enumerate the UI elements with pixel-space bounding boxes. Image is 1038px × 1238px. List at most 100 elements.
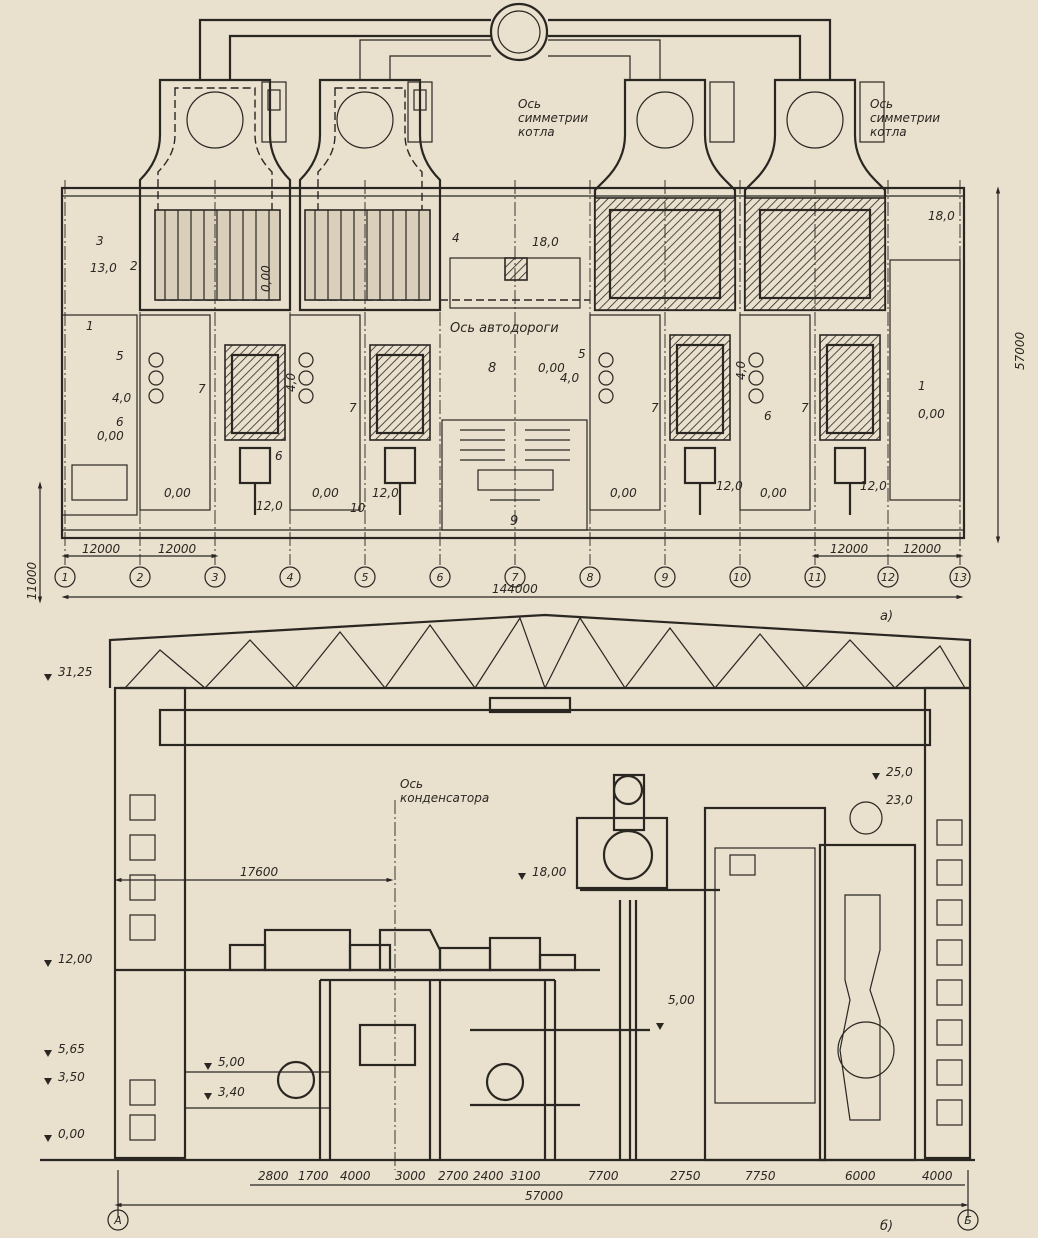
level-12-a: 12,0 xyxy=(256,499,283,513)
level-0-f: 0,00 xyxy=(610,486,637,500)
dim-2750: 2750 xyxy=(670,1169,701,1183)
level-13: 13,0 xyxy=(90,261,117,275)
turbines-left xyxy=(224,344,431,515)
dim-12000-a: 12000 xyxy=(82,542,121,556)
axis-bubble-8: 8 xyxy=(587,571,594,584)
axis-bubble-11: 11 xyxy=(808,571,822,584)
callout-1-right: 1 xyxy=(918,379,926,393)
level-18-center: 18,0 xyxy=(532,235,559,249)
dim-57000-plan: 57000 xyxy=(1013,331,1027,370)
level-0-a: 0,00 xyxy=(259,265,273,292)
axis-bubble-b: Б xyxy=(964,1214,972,1227)
dim-4000-a: 4000 xyxy=(340,1169,371,1183)
level-4-a: 4,0 xyxy=(112,391,131,405)
callout-6b: 6 xyxy=(275,449,283,463)
turbines-right xyxy=(669,334,881,515)
axis-bubble-a: А xyxy=(113,1214,122,1227)
dim-12000-c: 12000 xyxy=(830,542,869,556)
dim-11000: 11000 xyxy=(25,561,39,600)
dim-2700: 2700 xyxy=(438,1169,469,1183)
condenser-axis-label-1: Ось xyxy=(400,777,423,791)
support-frame xyxy=(318,978,557,1160)
axis-bubble-6: 6 xyxy=(437,571,444,584)
axis-bubble-5: 5 xyxy=(362,571,369,584)
level-0-00: 0,00 xyxy=(58,1127,85,1141)
callout-7c: 7 xyxy=(651,401,659,415)
level-0-right: 0,00 xyxy=(918,407,945,421)
level-18-00: 18,00 xyxy=(532,865,567,879)
level-5-00-a: 5,00 xyxy=(218,1055,245,1069)
road-axis-label: Ось автодороги xyxy=(450,321,559,336)
level-23-0: 23,0 xyxy=(886,793,913,807)
turbine-section xyxy=(228,928,577,972)
callout-6a: 6 xyxy=(116,415,124,429)
axis-bubble-1: 1 xyxy=(62,571,69,584)
dim-1700: 1700 xyxy=(298,1169,329,1183)
dim-12000-d: 12000 xyxy=(903,542,942,556)
level-3-50: 3,50 xyxy=(58,1070,85,1084)
dim-17600: 17600 xyxy=(240,865,279,879)
section-level-marks: 31,25 12,00 5,65 3,50 0,00 5,00 3,40 18,… xyxy=(44,665,913,1142)
axis-bubble-10: 10 xyxy=(733,571,747,584)
level-12-d: 12,0 xyxy=(860,479,887,493)
level-12-b: 12,0 xyxy=(372,486,399,500)
callout-8: 8 xyxy=(488,361,496,376)
dim-12000-b: 12000 xyxy=(158,542,197,556)
dim-2800: 2800 xyxy=(258,1169,289,1183)
level-0-e: 0,00 xyxy=(312,486,339,500)
level-5-65: 5,65 xyxy=(58,1042,85,1056)
level-5-00-b: 5,00 xyxy=(668,993,695,1007)
axis-bubble-4: 4 xyxy=(287,571,294,584)
callout-1-left: 1 xyxy=(86,319,94,333)
callout-3: 3 xyxy=(96,234,104,248)
dim-7700: 7700 xyxy=(588,1169,619,1183)
dim-3100: 3100 xyxy=(510,1169,541,1183)
level-0-center: 0,00 xyxy=(538,361,565,375)
callout-7b: 7 xyxy=(349,401,357,415)
level-4-d: 4,0 xyxy=(734,361,748,380)
level-18-right: 18,0 xyxy=(928,209,955,223)
condenser-axis-label: конденсатора xyxy=(400,791,489,805)
dim-7750: 7750 xyxy=(745,1169,776,1183)
boiler-unit-1 xyxy=(138,78,292,312)
callout-5b: 5 xyxy=(578,347,586,361)
flue-ducts xyxy=(198,2,832,80)
callout-6c: 6 xyxy=(764,409,772,423)
column-windows xyxy=(129,794,963,1141)
central-equipment xyxy=(460,429,570,501)
section-caption: б) xyxy=(880,1219,893,1234)
axis-bubble-12: 12 xyxy=(881,571,895,584)
level-0-d: 0,00 xyxy=(164,486,191,500)
level-31-25: 31,25 xyxy=(58,665,92,679)
section-view xyxy=(40,613,975,1218)
plan-view xyxy=(37,2,1001,604)
dim-4000-b: 4000 xyxy=(922,1169,953,1183)
dim-6000: 6000 xyxy=(845,1169,876,1183)
boiler-unit-2 xyxy=(298,78,442,312)
axis-bubble-9: 9 xyxy=(662,571,669,584)
level-25-0: 25,0 xyxy=(886,765,913,779)
dim-3000: 3000 xyxy=(395,1169,426,1183)
callout-4: 4 xyxy=(452,231,460,245)
callout-10: 10 xyxy=(350,501,366,515)
level-0-g: 0,00 xyxy=(760,486,787,500)
level-12-c: 12,0 xyxy=(716,479,743,493)
section-dimensions: 2800 1700 4000 3000 2700 2400 3100 7700 … xyxy=(258,1169,953,1203)
axis-bubble-3: 3 xyxy=(212,571,219,584)
axis-bubble-7: 7 xyxy=(512,571,519,584)
callout-9: 9 xyxy=(510,514,518,529)
axis-bubble-13: 13 xyxy=(953,571,967,584)
dim-57000-section: 57000 xyxy=(525,1189,564,1203)
callout-7d: 7 xyxy=(801,401,809,415)
axis-bubbles: 1 2 3 4 5 6 7 8 9 10 11 12 13 xyxy=(54,566,971,588)
level-4-c: 4,0 xyxy=(284,373,298,392)
callout-7a: 7 xyxy=(198,382,206,396)
level-0-left: 0,00 xyxy=(97,429,124,443)
axis-bubble-2: 2 xyxy=(137,571,144,584)
plan-axis-lines xyxy=(64,180,961,565)
plan-caption: а) xyxy=(880,609,893,624)
